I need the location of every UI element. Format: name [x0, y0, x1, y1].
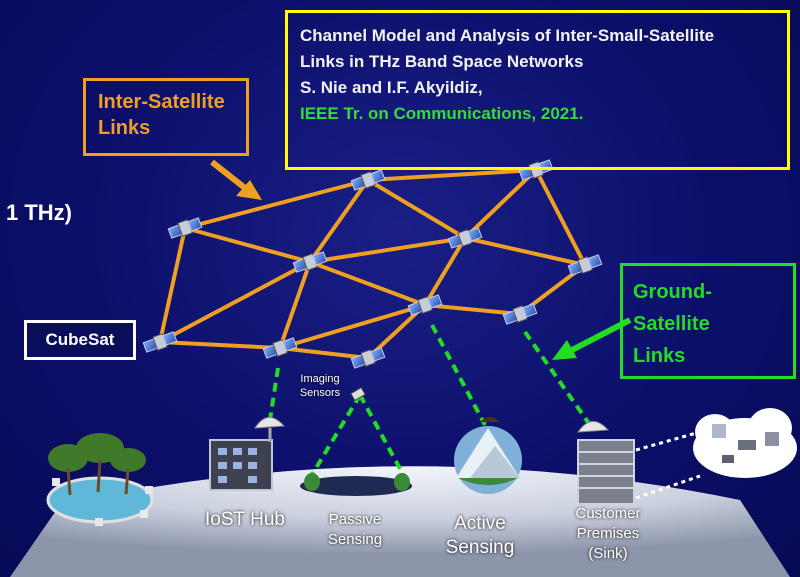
server-building-icon	[576, 421, 701, 505]
forest-lake-scene	[46, 433, 154, 526]
satellite-icon	[518, 159, 554, 181]
tree-icon	[304, 473, 320, 491]
satellite-icon	[407, 294, 443, 316]
paper-title-line1: Channel Model and Analysis of Inter-Smal…	[300, 26, 715, 45]
passive-line1: Passive	[328, 511, 382, 528]
passive-sensing-label: Passive Sensing	[310, 510, 400, 550]
passive-sensing-area	[300, 473, 412, 496]
gsl-line1: Ground-	[633, 281, 712, 303]
satellite-icon	[350, 169, 386, 191]
satellite-icon	[262, 337, 298, 359]
gsl-line2: Satellite	[633, 313, 710, 335]
gsl-line3: Links	[633, 345, 686, 367]
ground-satellite-links	[268, 324, 592, 480]
isl-arrow-icon	[210, 159, 262, 200]
ground-satellite-links-label: Ground- Satellite Links	[620, 263, 796, 379]
customer-premises-label: Customer Premises (Sink)	[558, 504, 658, 564]
imaging-line1: Imaging	[300, 373, 340, 385]
cloud-icon	[693, 408, 797, 478]
active-line2: Sensing	[445, 537, 515, 558]
paper-authors: S. Nie and I.F. Akyildiz,	[300, 78, 483, 97]
iost-hub-label: IoST Hub	[205, 509, 285, 530]
tree-icon	[48, 433, 146, 472]
satellite-dish-icon	[576, 421, 610, 433]
satellite-icon	[567, 254, 603, 276]
reference-box: Channel Model and Analysis of Inter-Smal…	[285, 10, 790, 170]
imaging-line2: Sensors	[299, 387, 341, 399]
satellite-icon	[350, 347, 386, 369]
satellite-dish-icon	[254, 417, 286, 442]
paper-journal: IEEE Tr. on Communications, 2021.	[300, 104, 584, 123]
mountain-icon	[454, 417, 522, 494]
satellites	[142, 159, 603, 369]
isl-line1: Inter-Satellite	[98, 91, 225, 113]
satellite-icon	[292, 251, 328, 273]
inter-satellite-links	[158, 168, 587, 360]
tree-icon	[394, 473, 410, 491]
drone-icon	[350, 386, 366, 402]
inter-satellite-links-label: Inter-Satellite Links	[83, 78, 249, 156]
active-sensing-label: Active Sensing	[430, 512, 530, 560]
paper-title-line2: Links in THz Band Space Networks	[300, 52, 584, 71]
frequency-label: 1 THz)	[6, 200, 72, 225]
active-line1: Active	[454, 513, 506, 534]
passive-line2: Sensing	[327, 531, 383, 548]
customer-line2: Premises	[576, 525, 640, 542]
imaging-sensors-label: Imaging Sensors	[290, 372, 350, 400]
cubesat-label: CubeSat	[24, 320, 136, 360]
satellite-icon	[447, 227, 483, 249]
customer-line1: Customer	[575, 505, 641, 522]
isl-line2: Links	[98, 117, 151, 139]
satellite-icon	[167, 217, 203, 239]
satellite-icon	[502, 303, 538, 325]
gsl-arrow-icon	[552, 317, 632, 360]
lake-icon	[46, 476, 154, 524]
iost-hub-icon	[209, 417, 286, 491]
customer-line3: (Sink)	[588, 545, 628, 562]
satellite-icon	[142, 331, 178, 353]
